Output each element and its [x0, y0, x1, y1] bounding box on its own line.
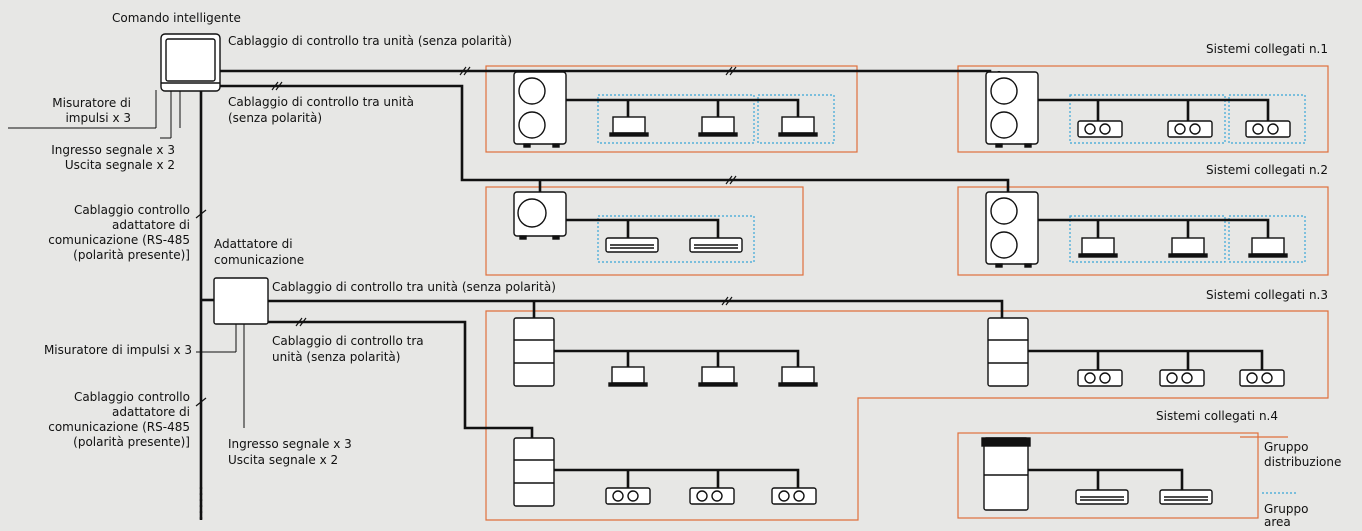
distribution-box-1a — [485, 65, 858, 153]
wire-top — [220, 69, 992, 73]
adapter-label-2: comunicazione — [214, 253, 305, 267]
rs485-label-2-line2: adattatore di — [112, 405, 190, 419]
system-label-1: Sistemi collegati n.1 — [1206, 42, 1328, 56]
wiring-adapter-2-label-2: unità (senza polarità) — [272, 350, 401, 364]
area-box-2 — [757, 94, 835, 144]
smart-control-device — [8, 33, 221, 139]
rs485-label-1-line2: adattatore di — [112, 218, 190, 232]
distribution-box-1b — [957, 65, 1329, 153]
area-box-7 — [1228, 215, 1306, 263]
area-box-3 — [1069, 94, 1226, 144]
area-box-4 — [1228, 94, 1306, 144]
rs485-label-2-line1: Cablaggio controllo — [73, 390, 190, 404]
wiring-adapter-2-label-1: Cablaggio di controllo tra — [272, 334, 424, 348]
pulse-meter-b-label: Misuratore di impulsi x 3 — [43, 343, 192, 357]
rs485-label-2-line3: comunicazione (RS-485 — [48, 420, 190, 434]
pulse-meter-label-1: Misuratore di — [52, 96, 131, 110]
refrigerant-pipes — [554, 98, 1270, 490]
rs485-label-1-line3: comunicazione (RS-485 — [48, 233, 190, 247]
cassette-units — [608, 116, 1288, 387]
indoor-units — [605, 116, 1291, 505]
legend-area-label-1: Gruppo — [1264, 502, 1309, 516]
signal-in-label-1: Ingresso segnale x 3 — [51, 143, 175, 157]
area-box-5 — [597, 215, 755, 263]
rs485-label-1-line4: (polarità presente)] — [73, 248, 190, 262]
outdoor-units — [513, 71, 1039, 511]
continuation-dots — [199, 486, 203, 520]
legend-area-label-2: area — [1264, 515, 1291, 529]
outdoor-unit-3 — [513, 191, 567, 240]
signal-out-label-2: Uscita segnale x 2 — [228, 453, 339, 467]
outdoor-unit-1 — [513, 71, 567, 148]
wire-adapter-mid — [268, 320, 534, 438]
system-label-3: Sistemi collegati n.3 — [1206, 288, 1328, 302]
wire-adapter-top — [268, 299, 1004, 318]
rs485-label-2-line4: (polarità presente)] — [73, 435, 190, 449]
outdoor-unit-4 — [985, 191, 1039, 268]
pulse-meter-label-2: impulsi x 3 — [65, 111, 131, 125]
signal-out-label-1: Uscita segnale x 2 — [64, 158, 175, 172]
distribution-box-2a — [485, 186, 804, 276]
duct-units — [605, 120, 1291, 505]
area-box-6 — [1069, 215, 1226, 263]
signal-in-label-2: Ingresso segnale x 3 — [228, 437, 352, 451]
wiring-mid-label-2: (senza polarità) — [228, 111, 323, 125]
distribution-group-boxes — [485, 65, 1329, 521]
rs485-label-1-line1: Cablaggio controllo — [73, 203, 190, 217]
distribution-box-2b — [957, 186, 1329, 276]
wire-breaks — [195, 66, 737, 407]
outdoor-unit-6 — [987, 317, 1029, 387]
legend-distribution-label-2: distribuzione — [1264, 455, 1342, 469]
adapter-label-1: Adattatore di — [214, 237, 293, 251]
smart-control-label: Comando intelligente — [112, 11, 241, 25]
wiring-mid-label-1: Cablaggio di controllo tra unità — [228, 95, 415, 109]
system-label-4: Sistemi collegati n.4 — [1156, 409, 1278, 423]
communication-adapter-device — [196, 277, 269, 428]
legend-distribution-label-1: Gruppo — [1264, 440, 1309, 454]
distribution-box-4 — [957, 432, 1259, 519]
outdoor-unit-8 — [981, 437, 1031, 511]
wall-units — [605, 237, 1213, 505]
distribution-box-3 — [485, 310, 1329, 521]
outdoor-unit-5 — [513, 317, 555, 387]
outdoor-unit-7 — [513, 437, 555, 507]
area-group-boxes — [597, 94, 1306, 494]
wire-mid — [220, 84, 1010, 192]
outdoor-unit-2 — [985, 71, 1039, 148]
wiring-top-label: Cablaggio di controllo tra unità (senza … — [228, 34, 512, 48]
system-label-2: Sistemi collegati n.2 — [1206, 163, 1328, 177]
area-box-1 — [597, 94, 755, 144]
wiring-adapter-label: Cablaggio di controllo tra unità (senza … — [272, 280, 556, 294]
